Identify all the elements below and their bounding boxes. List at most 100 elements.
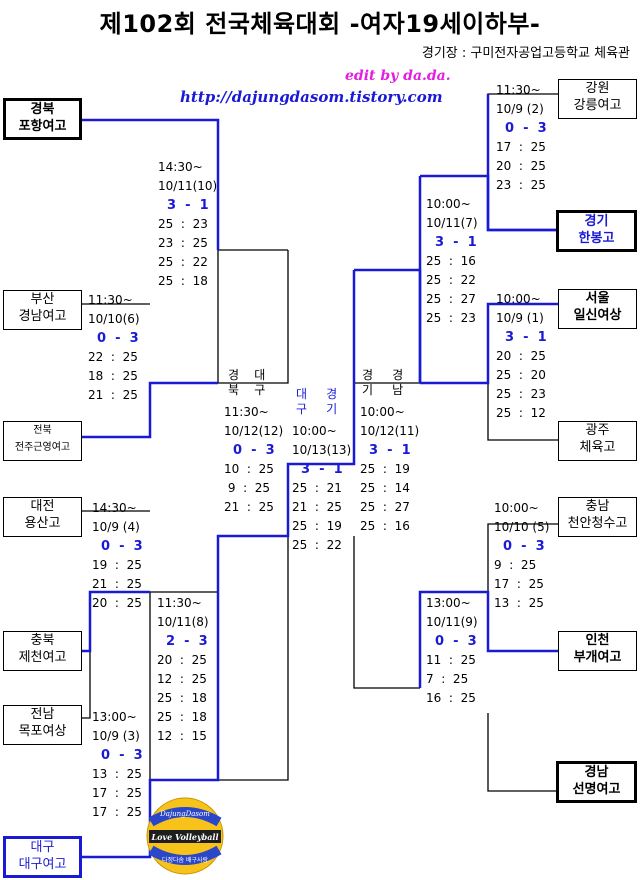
match-date: 10/9 (4)	[92, 520, 140, 534]
set-score: 25 : 22	[426, 273, 476, 287]
set-score: 20 : 25	[496, 349, 546, 363]
match-date: 10/13(13)	[292, 443, 352, 457]
match-date: 10/12(12)	[224, 424, 284, 438]
set-score: 13 : 25	[92, 767, 142, 781]
set-score: 12 : 15	[157, 729, 207, 743]
set-score: 25 : 27	[426, 292, 476, 306]
set-score: 17 : 25	[92, 786, 142, 800]
set-score: 25 : 18	[158, 274, 208, 288]
match-time: 10:00~	[292, 424, 337, 438]
set-score: 12 : 25	[157, 672, 207, 686]
set-score: 25 : 14	[360, 481, 410, 495]
set-score: 11 : 25	[426, 653, 476, 667]
set-score: 17 : 25	[494, 577, 544, 591]
match-score: 3 - 1	[292, 462, 343, 477]
set-score: 25 : 23	[158, 217, 208, 231]
set-score: 25 : 19	[292, 519, 342, 533]
match-time: 11:30~	[496, 83, 541, 97]
set-score: 18 : 25	[88, 369, 138, 383]
logo-top-text: DajungDasom	[159, 810, 210, 818]
match-date: 10/9 (1)	[496, 311, 544, 325]
match-score: 0 - 3	[496, 121, 547, 136]
match-time: 13:00~	[426, 596, 471, 610]
match-time: 14:30~	[158, 160, 203, 174]
match-7: 10:00~ 10/11(7) 3 - 1 25 : 16 25 : 22 25 : 2…	[426, 195, 478, 328]
set-score: 13 : 25	[494, 596, 544, 610]
match-time: 10:00~	[494, 501, 539, 515]
set-score: 25 : 20	[496, 368, 546, 382]
match-time: 11:30~	[224, 405, 269, 419]
label-m12: 경 대 북 구	[228, 368, 266, 397]
set-score: 25 : 18	[157, 691, 207, 705]
set-score: 25 : 19	[360, 462, 410, 476]
match-time: 11:30~	[88, 293, 133, 307]
blog-url: http://dajungdasom.tistory.com	[180, 88, 443, 106]
set-score: 25 : 16	[426, 254, 476, 268]
match-time: 10:00~	[426, 197, 471, 211]
volleyball-logo: DajungDasom Love Volleyball 다정다솜 배구사랑	[141, 796, 229, 876]
set-score: 25 : 27	[360, 500, 410, 514]
set-score: 25 : 18	[157, 710, 207, 724]
set-score: 17 : 25	[92, 805, 142, 819]
set-score: 23 : 25	[158, 236, 208, 250]
match-score: 0 - 3	[426, 634, 477, 649]
venue-label: 경기장 : 구미전자공업고등학교 체육관	[421, 46, 630, 61]
logo-bottom-text: 다정다솜 배구사랑	[162, 856, 209, 864]
set-score: 21 : 25	[224, 500, 274, 514]
match-score: 0 - 3	[92, 748, 143, 763]
label-m13: 대 경 구 기	[296, 387, 338, 416]
match-score: 3 - 1	[496, 330, 547, 345]
set-score: 22 : 25	[88, 350, 138, 364]
match-date: 10/11(8)	[157, 615, 209, 629]
set-score: 25 : 22	[292, 538, 342, 552]
match-score: 3 - 1	[158, 198, 209, 213]
set-score: 25 : 23	[496, 387, 546, 401]
page-title: 제102회 전국체육대회 -여자19세이하부-	[99, 10, 541, 38]
match-time: 11:30~	[157, 596, 202, 610]
edit-credit: edit by da.da.	[345, 68, 451, 84]
match-date: 10/11(10)	[158, 179, 218, 193]
match-score: 0 - 3	[92, 539, 143, 554]
match-date: 10/11(7)	[426, 216, 478, 230]
match-score: 0 - 3	[494, 539, 545, 554]
logo-middle-text: Love Volleyball	[151, 832, 219, 842]
match-date: 10/11(9)	[426, 615, 478, 629]
match-score: 0 - 3	[88, 331, 139, 346]
match-time: 13:00~	[92, 710, 137, 724]
match-time: 14:30~	[92, 501, 137, 515]
match-score: 0 - 3	[224, 443, 275, 458]
match-score: 2 - 3	[157, 634, 208, 649]
set-score: 7 : 25	[426, 672, 469, 686]
match-score: 3 - 1	[426, 235, 477, 250]
set-score: 25 : 23	[426, 311, 476, 325]
set-score: 9 : 25	[494, 558, 537, 572]
set-score: 23 : 25	[496, 178, 546, 192]
match-time: 10:00~	[360, 405, 405, 419]
set-score: 20 : 25	[92, 596, 142, 610]
set-score: 21 : 25	[88, 388, 138, 402]
match-10: 14:30~ 10/11(10) 3 - 1 25 : 23 23 : 25 25 : …	[158, 158, 217, 291]
set-score: 19 : 25	[92, 558, 142, 572]
set-score: 25 : 22	[158, 255, 208, 269]
